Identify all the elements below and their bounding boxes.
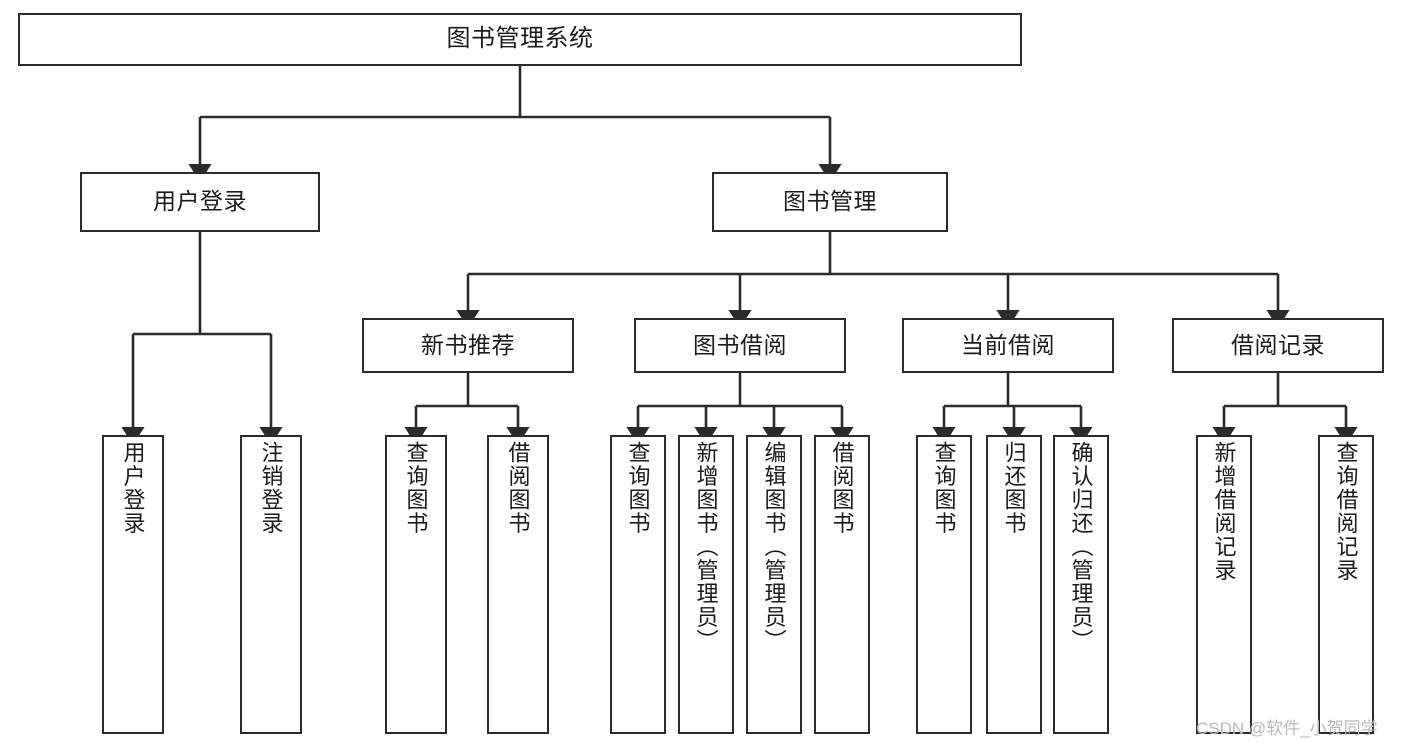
node-label-book-manage: 图书管理 [783, 188, 877, 215]
node-label-leaf-return-book: 归还图书 [1001, 441, 1027, 535]
node-book-borrow[interactable]: 图书借阅 [634, 318, 846, 373]
node-label-leaf-borrow-book-2: 借阅图书 [829, 441, 855, 535]
node-label-root: 图书管理系统 [446, 25, 594, 53]
node-leaf-query-book-2[interactable]: 查询图书 [610, 435, 666, 734]
node-current-borrow[interactable]: 当前借阅 [902, 318, 1114, 373]
edge-paths [121, 66, 1358, 445]
watermark-text: CSDN @软件_小贺同学 [1196, 719, 1378, 738]
node-label-leaf-query-book-1: 查询图书 [403, 441, 429, 535]
node-label-borrow-record: 借阅记录 [1231, 331, 1325, 358]
node-label-leaf-borrow-book-1: 借阅图书 [505, 441, 531, 535]
node-label-leaf-query-book-3: 查询图书 [931, 441, 957, 535]
node-label-leaf-add-record: 新增借阅记录 [1211, 441, 1237, 582]
node-label-new-book-rec: 新书推荐 [421, 331, 515, 358]
node-leaf-user-logout[interactable]: 注销登录 [240, 435, 302, 734]
node-label-leaf-user-login: 用户登录 [120, 441, 146, 535]
node-leaf-edit-book[interactable]: 编辑图书（管理员） [746, 435, 802, 734]
node-label-leaf-edit-book: 编辑图书（管理员） [761, 441, 787, 653]
node-book-manage[interactable]: 图书管理 [712, 172, 948, 232]
node-label-user-login: 用户登录 [153, 188, 247, 215]
node-label-leaf-query-record: 查询借阅记录 [1333, 441, 1359, 582]
node-label-current-borrow: 当前借阅 [961, 331, 1055, 358]
node-root[interactable]: 图书管理系统 [18, 13, 1022, 66]
node-leaf-user-login[interactable]: 用户登录 [102, 435, 164, 734]
node-label-leaf-confirm-return: 确认归还（管理员） [1068, 441, 1094, 653]
node-leaf-borrow-book-2[interactable]: 借阅图书 [814, 435, 870, 734]
node-new-book-rec[interactable]: 新书推荐 [362, 318, 574, 373]
node-user-login[interactable]: 用户登录 [80, 172, 320, 232]
node-borrow-record[interactable]: 借阅记录 [1172, 318, 1384, 373]
node-leaf-query-book-1[interactable]: 查询图书 [385, 435, 447, 734]
node-leaf-add-record[interactable]: 新增借阅记录 [1196, 435, 1252, 734]
node-leaf-query-record[interactable]: 查询借阅记录 [1318, 435, 1374, 734]
node-label-book-borrow: 图书借阅 [693, 331, 787, 358]
node-leaf-confirm-return[interactable]: 确认归还（管理员） [1053, 435, 1109, 734]
node-label-leaf-add-book: 新增图书（管理员） [693, 441, 719, 653]
node-label-leaf-user-logout: 注销登录 [258, 441, 284, 535]
node-label-leaf-query-book-2: 查询图书 [625, 441, 651, 535]
node-leaf-query-book-3[interactable]: 查询图书 [916, 435, 972, 734]
node-leaf-return-book[interactable]: 归还图书 [986, 435, 1042, 734]
node-leaf-borrow-book-1[interactable]: 借阅图书 [487, 435, 549, 734]
node-leaf-add-book[interactable]: 新增图书（管理员） [678, 435, 734, 734]
